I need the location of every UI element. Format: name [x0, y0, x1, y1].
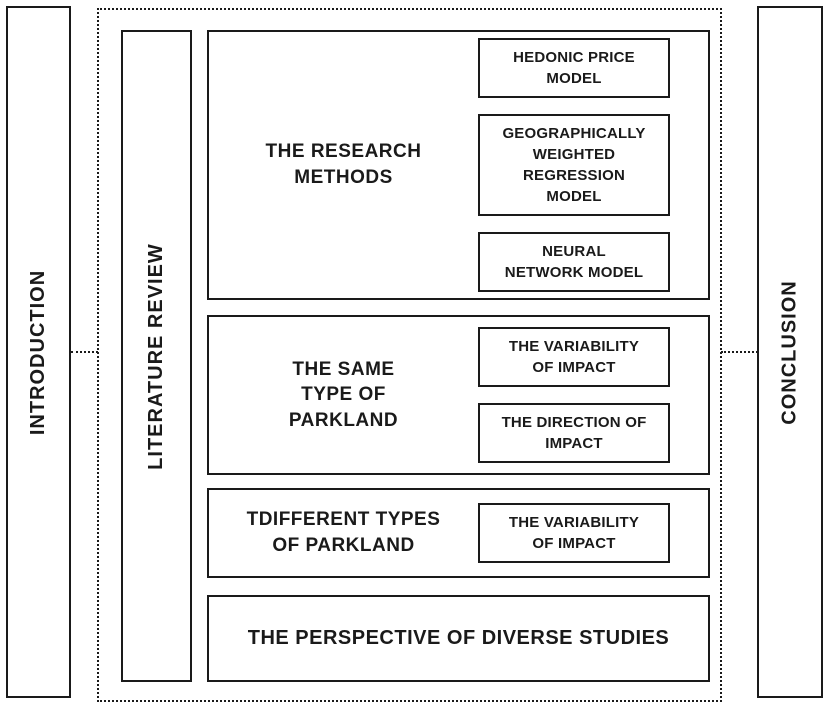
literature-review-panel: LITERATURE REVIEW [121, 30, 192, 682]
section-title: THE RESEARCH METHODS [265, 141, 422, 188]
items-column: HEDONIC PRICE MODEL GEOGRAPHICALLY WEIGH… [478, 38, 670, 292]
section-research-methods: THE RESEARCH METHODS HEDONIC PRICE MODEL… [207, 30, 710, 300]
section-title: THE PERSPECTIVE OF DIVERSE STUDIES [247, 627, 670, 649]
item-label: HEDONIC PRICE MODEL [513, 49, 635, 87]
conclusion-label: CONCLUSION [778, 279, 801, 425]
item-box-gwr-model: GEOGRAPHICALLY WEIGHTED REGRESSION MODEL [478, 114, 670, 216]
section-title-wrap: TDIFFERENT TYPES OF PARKLAND [209, 507, 478, 558]
item-box-hedonic-price-model: HEDONIC PRICE MODEL [478, 38, 670, 98]
section-title: THE SAME TYPE OF PARKLAND [288, 358, 399, 431]
items-column: THE VARIABILITY OF IMPACT THE DIRECTION … [478, 327, 670, 463]
literature-review-dotted-frame [97, 8, 722, 702]
item-label: GEOGRAPHICALLY WEIGHTED REGRESSION MODEL [502, 125, 646, 205]
item-box-variability-of-impact: THE VARIABILITY OF IMPACT [478, 327, 670, 387]
section-title-wrap: THE SAME TYPE OF PARKLAND [209, 357, 478, 434]
section-same-type-of-parkland: THE SAME TYPE OF PARKLAND THE VARIABILIT… [207, 315, 710, 475]
literature-review-label: LITERATURE REVIEW [145, 242, 168, 470]
item-label: THE DIRECTION OF IMPACT [501, 414, 647, 452]
connector-introduction-to-review [71, 351, 98, 353]
introduction-panel: INTRODUCTION [6, 6, 71, 698]
section-perspective-of-diverse-studies: THE PERSPECTIVE OF DIVERSE STUDIES [207, 595, 710, 682]
section-different-types-of-parkland: TDIFFERENT TYPES OF PARKLAND THE VARIABI… [207, 488, 710, 578]
item-label: THE VARIABILITY OF IMPACT [508, 514, 640, 552]
item-box-variability-of-impact: THE VARIABILITY OF IMPACT [478, 503, 670, 563]
item-label: THE VARIABILITY OF IMPACT [508, 338, 640, 376]
connector-review-to-conclusion [721, 351, 758, 353]
item-box-direction-of-impact: THE DIRECTION OF IMPACT [478, 403, 670, 463]
item-box-neural-network-model: NEURAL NETWORK MODEL [478, 232, 670, 292]
section-title: TDIFFERENT TYPES OF PARKLAND [246, 509, 441, 556]
section-title-wrap: THE RESEARCH METHODS [209, 139, 478, 190]
introduction-label: INTRODUCTION [27, 269, 50, 435]
items-column: THE VARIABILITY OF IMPACT [478, 503, 670, 563]
conclusion-panel: CONCLUSION [757, 6, 823, 698]
item-label: NEURAL NETWORK MODEL [504, 243, 644, 281]
